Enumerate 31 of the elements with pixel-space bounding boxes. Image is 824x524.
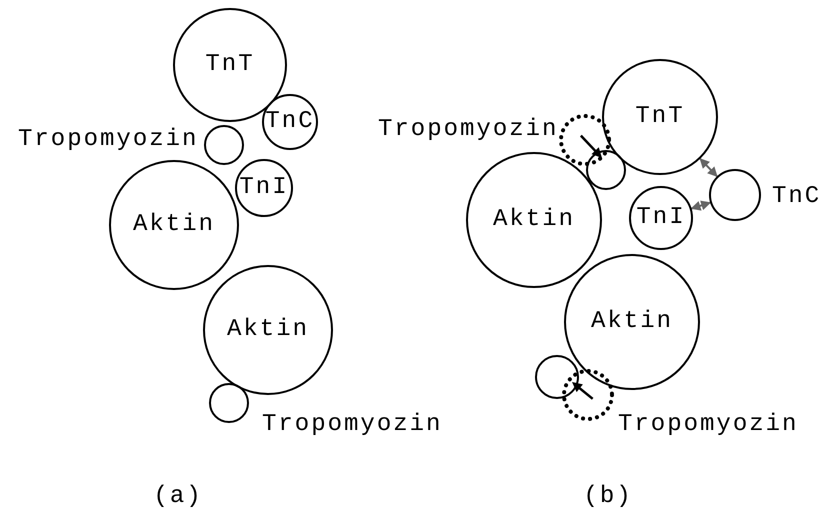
protein-circle [262,94,318,150]
protein-label: TnT [635,105,685,129]
protein-label: TnT [205,53,255,77]
protein-circle [564,254,700,390]
tropomyosin-circle [586,150,626,190]
double-arrow [699,158,718,177]
protein-label: TnC [772,185,822,209]
tropomyosin-circle [209,383,249,423]
protein-circle [235,159,293,217]
protein-label: Aktin [132,213,215,237]
protein-circle [109,160,239,290]
protein-label: Tropomyozin [18,128,198,152]
protein-circle [602,59,718,175]
protein-label: Aktin [492,208,575,232]
protein-label: TnI [239,176,289,200]
protein-label: Aktin [226,318,309,342]
double-arrow [690,200,712,211]
panel-label: (a) [154,485,203,509]
protein-label: Aktin [590,310,673,334]
tropomyosin-circle [204,125,244,165]
protein-label: Tropomyozin [378,118,558,142]
panel-label: (b) [584,485,633,509]
tropomyosin-circle [709,169,761,221]
protein-circle [629,186,693,250]
protein-circle [203,265,333,395]
protein-label: TnI [636,206,686,230]
protein-label: Tropomyozin [618,413,798,437]
protein-label: TnC [265,110,315,134]
tropomyosin-circle [535,355,579,399]
protein-label: Tropomyozin [262,413,442,437]
protein-circle [466,152,602,288]
